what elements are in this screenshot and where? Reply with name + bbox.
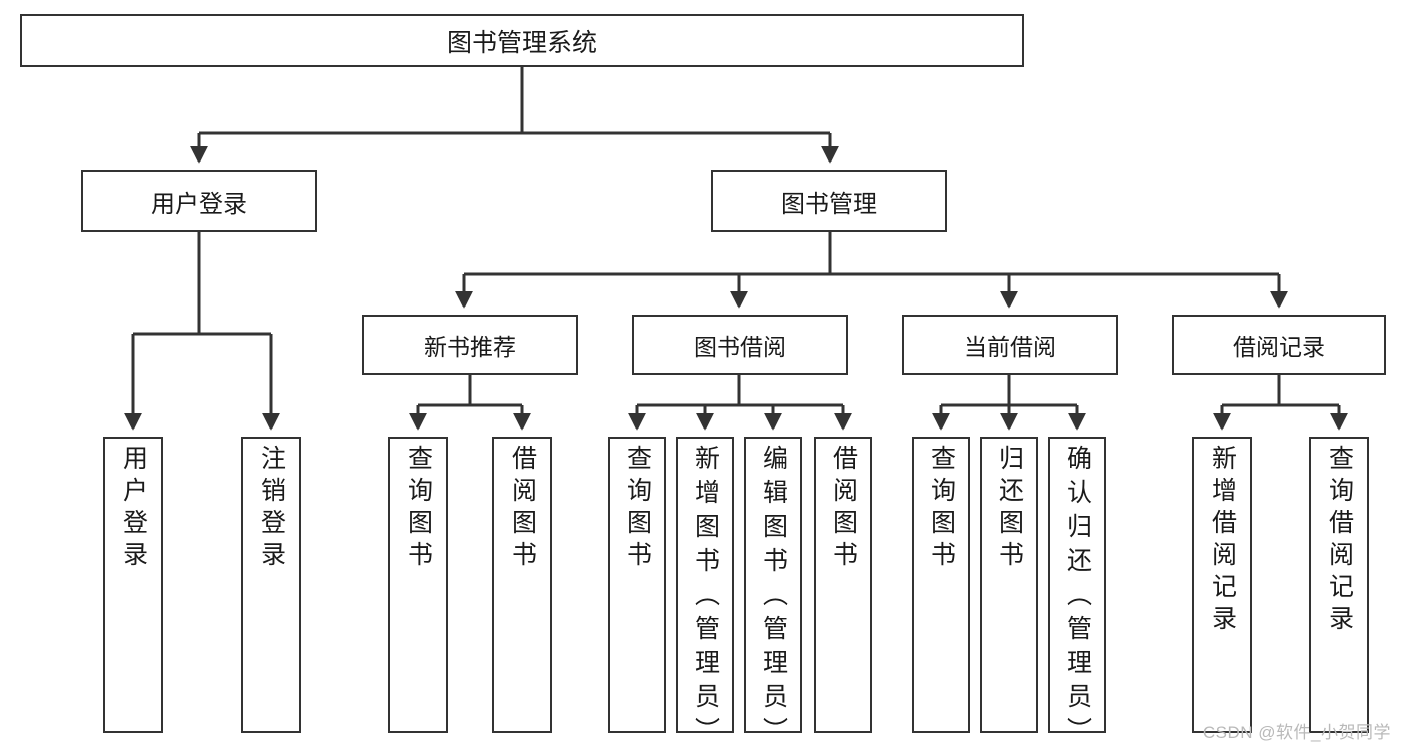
node-book-management[interactable]: 图书管理 — [711, 170, 947, 232]
leaf-new-book-borrow[interactable]: 借阅图书 — [492, 437, 552, 733]
leaf-book-borrow-add[interactable]: 新增图书（管理员） — [676, 437, 734, 747]
leaf-current-borrow-query[interactable]: 查询图书 — [912, 437, 970, 733]
leaf-label: 确认归还（管理员） — [1063, 445, 1092, 747]
leaf-user-login-login[interactable]: 用户登录 — [103, 437, 163, 733]
leaf-label: 用户登录 — [119, 445, 148, 573]
leaf-label: 归还图书 — [995, 445, 1024, 573]
node-book-borrow[interactable]: 图书借阅 — [632, 315, 848, 375]
leaf-borrow-record-query[interactable]: 查询借阅记录 — [1309, 437, 1369, 733]
leaf-label: 编辑图书（管理员） — [759, 445, 788, 747]
leaf-label: 查询图书 — [404, 445, 433, 573]
leaf-label: 查询借阅记录 — [1325, 445, 1354, 637]
leaf-borrow-record-add[interactable]: 新增借阅记录 — [1192, 437, 1252, 733]
node-root-system[interactable]: 图书管理系统 — [20, 14, 1024, 67]
leaf-new-book-query[interactable]: 查询图书 — [388, 437, 448, 733]
leaf-label: 新增借阅记录 — [1208, 445, 1237, 637]
node-new-book-recommend[interactable]: 新书推荐 — [362, 315, 578, 375]
node-user-login[interactable]: 用户登录 — [81, 170, 317, 232]
leaf-label: 注销登录 — [257, 445, 286, 573]
leaf-current-borrow-confirm[interactable]: 确认归还（管理员） — [1048, 437, 1106, 747]
leaf-label: 借阅图书 — [829, 445, 858, 573]
leaf-book-borrow-edit[interactable]: 编辑图书（管理员） — [744, 437, 802, 747]
leaf-current-borrow-return[interactable]: 归还图书 — [980, 437, 1038, 733]
node-current-borrow[interactable]: 当前借阅 — [902, 315, 1118, 375]
leaf-book-borrow-query[interactable]: 查询图书 — [608, 437, 666, 733]
leaf-label: 查询图书 — [623, 445, 652, 573]
node-borrow-record[interactable]: 借阅记录 — [1172, 315, 1386, 375]
leaf-label: 查询图书 — [927, 445, 956, 573]
leaf-label: 新增图书（管理员） — [691, 445, 720, 747]
leaf-label: 借阅图书 — [508, 445, 537, 573]
leaf-book-borrow-borrow[interactable]: 借阅图书 — [814, 437, 872, 733]
leaf-user-login-logout[interactable]: 注销登录 — [241, 437, 301, 733]
